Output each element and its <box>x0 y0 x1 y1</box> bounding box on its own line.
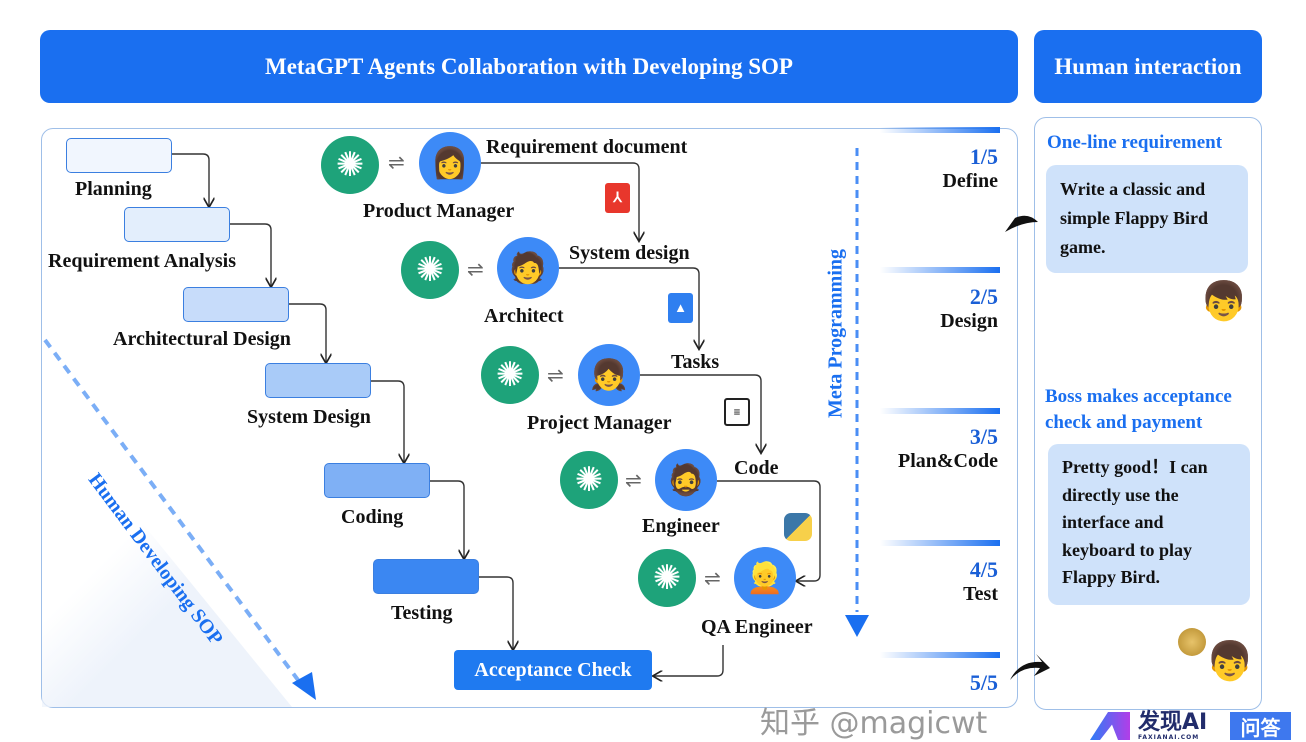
agent-role: Product Manager <box>363 200 515 222</box>
openai-icon: ✺ <box>401 241 459 299</box>
product-manager-avatar: 👩 <box>419 132 481 194</box>
stage-name: Define <box>942 170 998 192</box>
main-title: MetaGPT Agents Collaboration with Develo… <box>265 53 793 79</box>
agent-role: Architect <box>484 305 564 327</box>
arrow-requirement <box>229 223 271 286</box>
pdf-icon: ⅄ <box>605 183 630 213</box>
sop-dashed-line <box>43 338 300 682</box>
arrow-engineer <box>717 480 821 581</box>
arrow-architecture <box>289 303 326 362</box>
stage-fraction: 5/5 <box>969 670 998 695</box>
architect-avatar: 🧑 <box>497 237 559 299</box>
curved-arrow-icon <box>1005 215 1038 232</box>
agent-role: Project Manager <box>527 412 672 434</box>
arrow-qa <box>654 645 724 676</box>
stage-fraction: 4/5 <box>969 557 998 582</box>
sop-label: Testing <box>391 602 453 624</box>
sop-arrowhead <box>292 672 316 700</box>
arrow-planning <box>171 153 209 206</box>
sop-box-planning <box>66 138 172 173</box>
faxianai-domain: FAXIANAI.COM <box>1138 734 1200 741</box>
stage-fraction: 1/5 <box>969 144 998 169</box>
coin-icon <box>1178 628 1206 656</box>
faxianai-logo-text: 发现AI <box>1138 710 1208 735</box>
human-panel <box>1034 117 1262 710</box>
engineer-avatar: 🧔 <box>655 449 717 511</box>
agent-role: QA Engineer <box>701 616 813 638</box>
sop-label: Coding <box>341 506 404 528</box>
agent-output: Code <box>734 457 779 479</box>
user-avatar: 👦 <box>1200 281 1248 323</box>
agent-output: System design <box>569 242 690 264</box>
zhihu-watermark: 知乎 @magicwt <box>760 706 988 741</box>
sop-box-coding <box>324 463 430 498</box>
sop-box-testing <box>373 559 479 594</box>
exchange-icon: ⇌ <box>704 568 721 590</box>
agent-output: Requirement document <box>486 136 688 158</box>
boss-avatar: 👦 <box>1206 641 1254 683</box>
requirement-text: Write a classic and simple Flappy Bird g… <box>1060 179 1209 257</box>
task-document-icon: ≡ <box>724 398 750 426</box>
sop-label: Requirement Analysis <box>48 250 236 272</box>
stage-bar <box>880 267 1000 273</box>
project-manager-avatar: 👧 <box>578 344 640 406</box>
stage-name: Test <box>963 583 998 605</box>
stage-name: Plan&Code <box>898 450 998 472</box>
stage-name: Design <box>940 310 998 332</box>
sop-box-requirement <box>124 207 230 242</box>
exchange-icon: ⇌ <box>388 152 405 174</box>
sop-label: Planning <box>75 178 152 200</box>
sop-box-system-design <box>265 363 371 398</box>
openai-icon: ✺ <box>560 451 618 509</box>
stage-fraction: 2/5 <box>969 284 998 309</box>
side-header: Human interaction <box>1034 30 1262 103</box>
stage-bar <box>880 540 1000 546</box>
qa-tag: 问答 <box>1230 712 1291 740</box>
agent-role: Engineer <box>642 515 720 537</box>
arrow-pm <box>481 162 639 240</box>
stage-bar <box>880 127 1000 133</box>
main-header: MetaGPT Agents Collaboration with Develo… <box>40 30 1018 103</box>
arrow-architect <box>559 267 699 348</box>
exchange-icon: ⇌ <box>467 259 484 281</box>
stage-bar <box>880 408 1000 414</box>
acceptance-check-box: Acceptance Check <box>454 650 652 690</box>
requirement-title: One-line requirement <box>1047 132 1223 153</box>
sop-label: Architectural Design <box>113 328 291 350</box>
arrow-testing <box>478 576 513 649</box>
requirement-bubble: Write a classic and simple Flappy Bird g… <box>1046 165 1248 273</box>
agent-output: Tasks <box>671 351 720 373</box>
qa-engineer-avatar: 👱 <box>734 547 796 609</box>
boss-text: Pretty good！I can directly use the inter… <box>1062 457 1208 587</box>
main-panel <box>41 128 1018 708</box>
python-icon <box>784 513 812 541</box>
openai-icon: ✺ <box>481 346 539 404</box>
side-title: Human interaction <box>1054 53 1242 79</box>
image-icon: ▲ <box>668 293 693 323</box>
openai-icon: ✺ <box>321 136 379 194</box>
curved-arrow-icon <box>1010 654 1050 680</box>
openai-icon: ✺ <box>638 549 696 607</box>
boss-bubble: Pretty good！I can directly use the inter… <box>1048 444 1250 605</box>
arrow-coding <box>429 480 464 558</box>
exchange-icon: ⇌ <box>547 365 564 387</box>
stage-bar <box>880 652 1000 658</box>
sop-label: System Design <box>247 406 371 428</box>
meta-arrowhead <box>845 615 869 637</box>
exchange-icon: ⇌ <box>625 470 642 492</box>
sop-box-architecture <box>183 287 289 322</box>
stage-acceptance: 5/5 <box>970 670 998 696</box>
stage-fraction: 3/5 <box>969 424 998 449</box>
meta-programming-label: Meta Programming <box>824 248 847 419</box>
boss-title: Boss makes acceptance check and payment <box>1045 386 1232 433</box>
arrow-project-manager <box>640 374 761 452</box>
arrow-system-design <box>370 380 404 462</box>
